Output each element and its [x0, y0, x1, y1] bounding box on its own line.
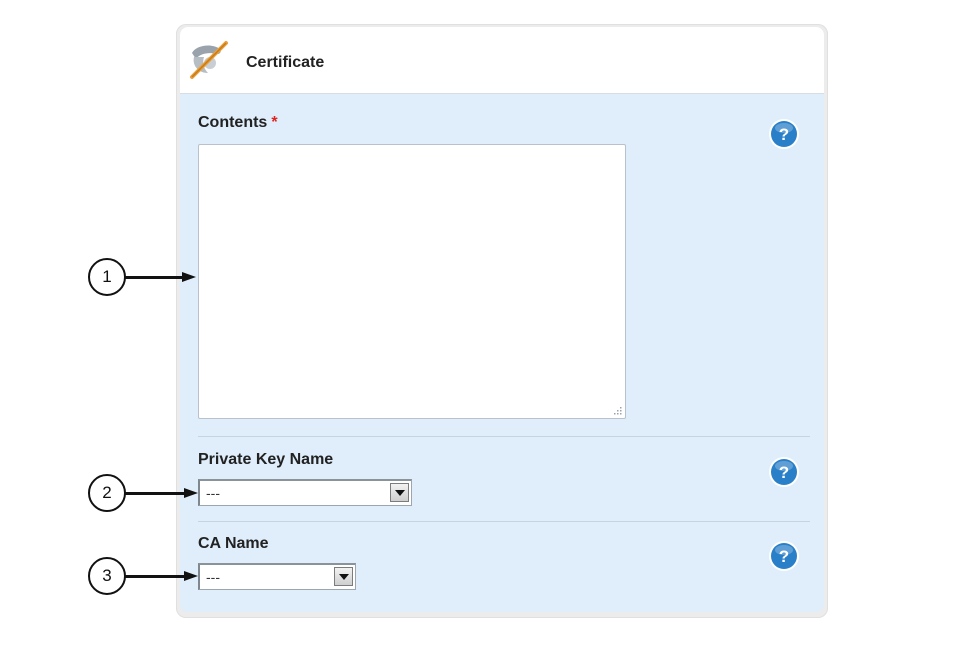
ca-name-label: CA Name	[198, 535, 269, 552]
contents-label-text: Contents	[198, 114, 268, 131]
callout-1-line	[125, 276, 185, 279]
arrow-right-icon	[184, 488, 198, 498]
panel-header: Certificate	[180, 27, 824, 94]
ca-name-select[interactable]: ---	[198, 563, 356, 590]
ca-name-help-icon[interactable]: ?	[768, 540, 800, 572]
callout-1: 1	[88, 258, 126, 296]
chevron-down-icon[interactable]	[334, 567, 353, 586]
contents-help-icon[interactable]: ?	[768, 118, 800, 150]
contents-label: Contents*	[198, 114, 278, 132]
certificate-icon	[190, 41, 228, 79]
required-marker: *	[271, 114, 278, 131]
ca-name-value: ---	[206, 569, 220, 585]
private-key-name-select[interactable]: ---	[198, 479, 412, 506]
chevron-down-icon[interactable]	[390, 483, 409, 502]
svg-text:?: ?	[779, 125, 789, 144]
panel-title: Certificate	[246, 54, 325, 71]
private-key-name-value: ---	[206, 485, 220, 501]
divider	[198, 436, 810, 437]
certificate-panel: Certificate Contents* ? Private Key Name	[176, 24, 828, 618]
resize-grip-icon[interactable]	[612, 405, 622, 415]
callout-3-line	[125, 575, 187, 578]
panel-body: Contents* ? Private Key Name ---	[180, 94, 824, 612]
callout-3: 3	[88, 557, 126, 595]
svg-text:?: ?	[779, 463, 789, 482]
arrow-right-icon	[184, 571, 198, 581]
divider	[198, 521, 810, 522]
contents-textarea[interactable]	[198, 144, 626, 419]
svg-text:?: ?	[779, 547, 789, 566]
private-key-help-icon[interactable]: ?	[768, 456, 800, 488]
callout-2-line	[125, 492, 187, 495]
callout-2: 2	[88, 474, 126, 512]
private-key-name-label: Private Key Name	[198, 451, 334, 468]
arrow-right-icon	[182, 272, 196, 282]
